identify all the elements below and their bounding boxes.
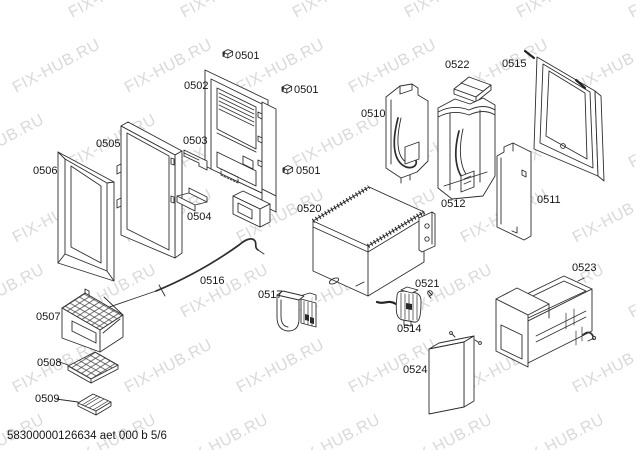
part-0521-screw (427, 290, 433, 299)
part-0510-air-duct (385, 83, 429, 184)
part-0503-bracket (183, 149, 208, 171)
part-label-0501-a: 0501 (235, 50, 259, 62)
part-0508-grid-tray (56, 351, 119, 384)
part-label-0501-c: 0501 (296, 165, 320, 177)
part-label-0524: 0524 (403, 364, 427, 376)
part-label-0503: 0503 (183, 135, 207, 147)
part-label-0517: 0517 (258, 289, 282, 301)
part-label-0509: 0509 (35, 393, 59, 405)
watermark-text: FIX-HUB.RU (0, 0, 47, 22)
watermark-text: FIX-HUB.RU (514, 0, 607, 22)
part-label-0514: 0514 (397, 323, 421, 335)
part-label-0505: 0505 (96, 138, 120, 150)
part-label-0522: 0522 (445, 59, 469, 71)
watermark-text: FIX-HUB.RU (66, 0, 159, 22)
watermark-text: FIX-HUB.RU (122, 336, 215, 396)
watermark-text: FIX-HUB.RU (234, 336, 327, 396)
part-0515-flap-door (523, 49, 605, 182)
part-label-0501-b: 0501 (294, 84, 318, 96)
watermark-text: FIX-HUB.RU (626, 261, 636, 321)
watermark-text: FIX-HUB.RU (570, 336, 636, 396)
watermark-text: FIX-HUB.RU (570, 186, 636, 246)
footer-document-code: 58300000126634 aet 000 b 5/6 (7, 430, 167, 442)
watermark-text: FIX-HUB.RU (178, 0, 271, 22)
watermark-text: FIX-HUB.RU (0, 111, 47, 171)
part-0501-clip-a (222, 49, 234, 59)
watermark-text: FIX-HUB.RU (626, 0, 636, 22)
part-0502-dispenser-housing (204, 69, 277, 228)
part-0512-ice-maker (437, 97, 496, 200)
watermark-text: FIX-HUB.RU (346, 36, 439, 96)
watermark-text: FIX-HUB.RU (626, 411, 636, 450)
part-label-0512: 0512 (441, 198, 465, 210)
part-label-0511: 0511 (537, 194, 561, 206)
part-0520-evaporator-box (311, 185, 436, 297)
watermark-text: FIX-HUB.RU (290, 111, 383, 171)
part-label-0508: 0508 (37, 357, 61, 369)
watermark-text: FIX-HUB.RU (402, 411, 495, 450)
part-label-0521: 0521 (415, 278, 439, 290)
part-label-0502: 0502 (184, 80, 208, 92)
part-0523-ice-bin (495, 275, 597, 368)
part-0505-door-panel (116, 121, 183, 259)
part-0524-cover-box (428, 331, 482, 415)
part-label-0515: 0515 (502, 58, 526, 70)
watermark-text: FIX-HUB.RU (178, 411, 271, 450)
part-0514-motor (375, 286, 422, 327)
mounting-bracket (418, 211, 436, 253)
part-0501-clip-c (282, 165, 294, 175)
part-0517-hopper (276, 290, 317, 332)
part-0506-door-frame (57, 151, 115, 282)
part-label-0506: 0506 (33, 165, 57, 177)
part-label-0516: 0516 (200, 275, 224, 287)
part-label-0510: 0510 (361, 108, 385, 120)
watermark-text: FIX-HUB.RU (10, 36, 103, 96)
diagram-artwork (55, 49, 605, 416)
part-0507-ice-container (61, 288, 124, 353)
part-labels: 0501 0501 0501 0502 0503 0504 0505 0506 … (33, 50, 596, 405)
watermark-text: FIX-HUB.RU (626, 111, 636, 171)
part-label-0523: 0523 (572, 262, 596, 274)
part-0511-side-panel (496, 142, 532, 241)
part-label-0504: 0504 (187, 211, 211, 223)
watermark-text: FIX-HUB.RU (514, 411, 607, 450)
part-label-0507: 0507 (36, 311, 60, 323)
watermark-text: FIX-HUB.RU (402, 0, 495, 22)
part-0504-bracket (176, 187, 208, 212)
watermark-text: FIX-HUB.RU (290, 411, 383, 450)
part-0501-clip-b (281, 84, 293, 94)
part-label-0520: 0520 (297, 203, 321, 215)
watermark-text: FIX-HUB.RU (290, 0, 383, 22)
part-0509-ribbed-tray (55, 393, 112, 416)
